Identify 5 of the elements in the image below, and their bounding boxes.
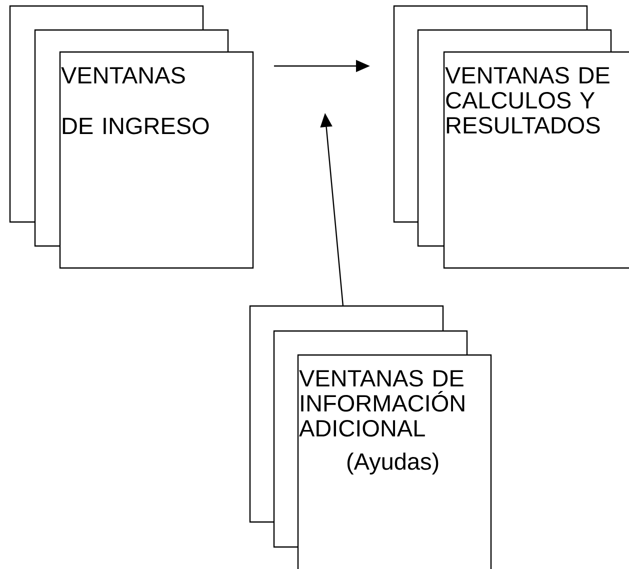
window-text: (Ayudas) [347,452,438,475]
window-text: DE INGRESO [62,118,209,134]
window-text: VENTANAS DE INFORMACIÓN ADICIONAL [299,370,464,437]
window-text: VENTANAS DE CALCULOS Y RESULTADOS [445,67,610,134]
window-text: VENTANAS [61,67,185,84]
